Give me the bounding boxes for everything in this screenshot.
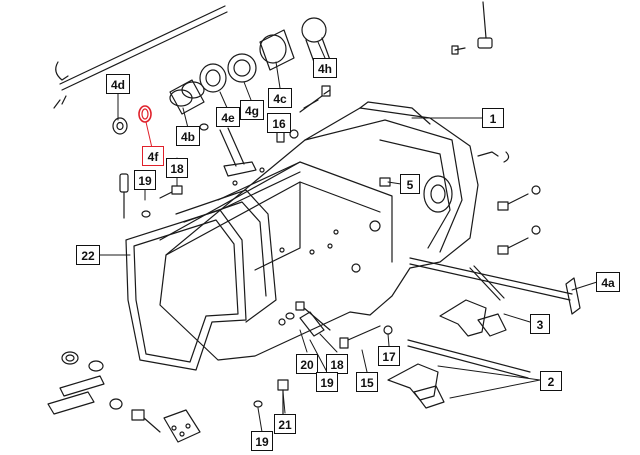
label-4e[interactable]: 4e xyxy=(216,107,240,127)
label-20[interactable]: 20 xyxy=(296,354,318,374)
label-19-lower[interactable]: 19 xyxy=(251,431,273,451)
bearing-stack xyxy=(112,17,331,135)
label-4b[interactable]: 4b xyxy=(176,126,200,146)
label-3[interactable]: 3 xyxy=(530,314,550,334)
label-4c[interactable]: 4c xyxy=(268,88,292,108)
label-4h[interactable]: 4h xyxy=(313,58,337,78)
label-21[interactable]: 21 xyxy=(274,414,296,434)
label-19-upper[interactable]: 19 xyxy=(134,170,156,190)
label-4g[interactable]: 4g xyxy=(240,100,264,120)
label-19-middle[interactable]: 19 xyxy=(316,372,338,392)
label-15[interactable]: 15 xyxy=(356,372,378,392)
label-4f[interactable]: 4f xyxy=(142,146,164,166)
label-2[interactable]: 2 xyxy=(540,371,562,391)
shift-rods-and-forks xyxy=(387,257,581,409)
label-17[interactable]: 17 xyxy=(378,346,400,366)
label-22[interactable]: 22 xyxy=(76,245,100,265)
sensor-cable xyxy=(451,1,493,55)
transmission-housing xyxy=(159,101,479,361)
label-4d[interactable]: 4d xyxy=(106,74,130,94)
label-16[interactable]: 16 xyxy=(267,113,291,133)
lower-left-parts xyxy=(47,351,201,443)
label-18-lower[interactable]: 18 xyxy=(326,354,348,374)
label-5[interactable]: 5 xyxy=(400,174,420,194)
label-1[interactable]: 1 xyxy=(482,108,504,128)
label-18-upper[interactable]: 18 xyxy=(166,158,188,178)
shifter-rod xyxy=(53,5,228,109)
gasket xyxy=(125,189,277,371)
label-4a[interactable]: 4a xyxy=(596,272,620,292)
